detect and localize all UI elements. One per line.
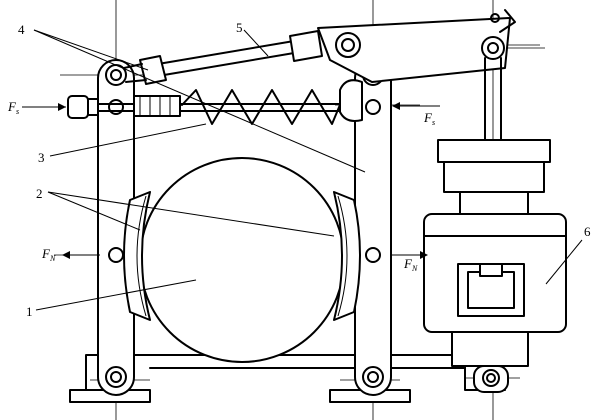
base-frame: [69, 354, 506, 403]
callout-2: 2: [36, 186, 43, 201]
callout-1: 1: [26, 304, 33, 319]
brake-wheel: [139, 157, 345, 363]
svg-text:Fs: Fs: [7, 99, 19, 116]
svg-text:FN: FN: [403, 256, 418, 273]
callout-5: 5: [236, 20, 243, 35]
force-fs-left-sub: s: [16, 107, 19, 116]
upper-links: [123, 9, 516, 85]
left-brake-shoe: [123, 191, 151, 321]
force-fn-left-sub: N: [49, 254, 56, 263]
force-fn-left-main: F: [41, 246, 51, 261]
force-labels: Fs Fs FN FN: [7, 99, 435, 273]
svg-text:FN: FN: [41, 246, 56, 263]
callout-3: 3: [38, 150, 45, 165]
force-fn-right-sub: N: [411, 264, 418, 273]
force-fs-right-main: F: [423, 110, 433, 125]
svg-text:Fs: Fs: [423, 110, 435, 127]
spring-assembly: [67, 79, 363, 125]
force-arrows: [22, 102, 440, 259]
force-fs-left-main: F: [7, 99, 17, 114]
hydraulic-thruster: [423, 57, 567, 393]
force-fn-right-main: F: [403, 256, 413, 271]
leader-lines: [33, 29, 583, 311]
right-brake-shoe: [333, 191, 361, 321]
callout-6: 6: [584, 224, 591, 239]
callout-labels: 4 5 3 2 1 6: [18, 20, 591, 319]
callout-4: 4: [18, 22, 25, 37]
force-fs-right-sub: s: [432, 118, 435, 127]
